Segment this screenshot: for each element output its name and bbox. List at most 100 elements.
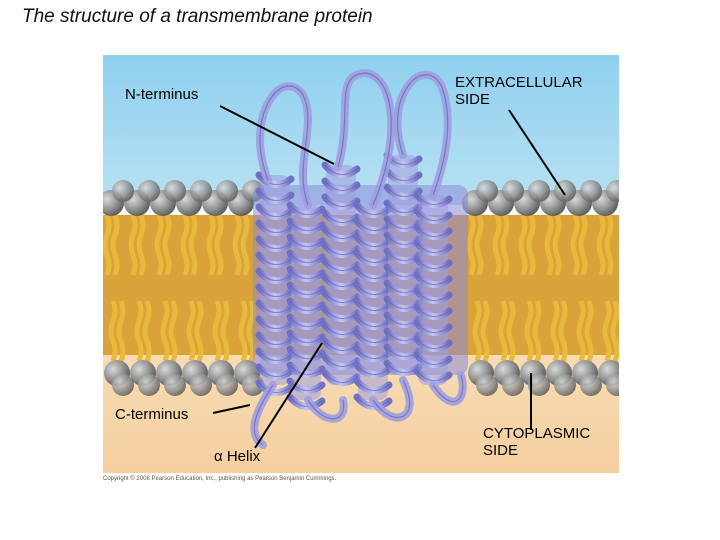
helix-turn-edge xyxy=(289,204,323,215)
alpha-helix xyxy=(255,171,295,396)
lipid-head-back xyxy=(138,374,160,396)
lipid-tail xyxy=(103,214,112,276)
lipid-head-back xyxy=(112,180,134,202)
lipid-tail xyxy=(552,214,562,276)
helix-turn-edge xyxy=(289,220,323,231)
loop-edge xyxy=(432,374,464,403)
lipid-tail xyxy=(168,300,178,362)
lipid-tail xyxy=(492,214,502,276)
lipid-tail xyxy=(128,214,138,276)
lipid-tail xyxy=(206,214,216,276)
alpha-helix xyxy=(353,201,393,410)
helix-turn-edge xyxy=(258,238,292,249)
loop-edge xyxy=(397,74,449,196)
lipid-head-back xyxy=(164,374,186,396)
lipid-head-back xyxy=(164,180,186,202)
helix-core xyxy=(418,195,448,385)
lipid-tail xyxy=(162,214,172,276)
lipid-tail xyxy=(110,214,120,276)
helix-turn-edge xyxy=(356,220,390,231)
helix-turn-edge xyxy=(258,222,292,233)
lipid-tail xyxy=(136,214,146,276)
lipid-tail xyxy=(212,300,222,362)
lipid-tail xyxy=(602,300,612,362)
lipid-tail xyxy=(500,214,510,276)
lipid-tail xyxy=(214,214,224,276)
lipid-tail xyxy=(558,300,568,362)
lipid-tail xyxy=(584,300,594,362)
alpha-helix-label: α Helix xyxy=(214,448,260,465)
helix-turn-edge xyxy=(258,174,292,185)
lipid-tail xyxy=(466,214,476,276)
alpha-symbol: α xyxy=(214,448,223,465)
helix-turn-edge xyxy=(416,338,450,349)
lipid-tail xyxy=(524,300,534,362)
lipid-tail xyxy=(480,300,490,362)
lipid-head-back xyxy=(476,180,498,202)
helix-turn-edge xyxy=(416,306,450,317)
helix-turn-edge xyxy=(356,268,390,279)
helix-turn-edge xyxy=(416,194,450,205)
lipid-tail xyxy=(532,300,542,362)
helix-turn-edge xyxy=(258,286,292,297)
loop-edge xyxy=(337,72,392,206)
membrane-figure xyxy=(103,55,619,473)
helix-turn-edge xyxy=(416,290,450,301)
lipid-tail xyxy=(186,300,196,362)
helix-turn-edge xyxy=(416,354,450,365)
helix-turn-edge xyxy=(416,322,450,333)
helix-turn-edge xyxy=(258,302,292,313)
helix-turn-edge xyxy=(416,274,450,285)
lipid-tail xyxy=(604,214,614,276)
lipid-tail xyxy=(194,300,204,362)
lipid-head-back xyxy=(216,180,238,202)
lipid-heads-lower xyxy=(104,360,619,396)
helix-core xyxy=(358,205,388,400)
helix-turn-edge xyxy=(289,268,323,279)
helix-turn-edge xyxy=(356,380,390,391)
lipid-tail xyxy=(180,214,190,276)
helix-turn-edge xyxy=(356,332,390,343)
lipid-head-back xyxy=(528,180,550,202)
lipid-head-back xyxy=(554,374,576,396)
alpha-helix-bundle xyxy=(255,151,453,410)
lipid-head-back xyxy=(606,180,619,202)
helix-turn-edge xyxy=(356,204,390,215)
helix-turn-edge xyxy=(324,164,358,175)
lipid-head-back xyxy=(580,374,602,396)
helix-turn-edge xyxy=(258,190,292,201)
helix-turn-edge xyxy=(289,300,323,311)
alpha-helix xyxy=(413,191,453,385)
helix-turn-edge xyxy=(289,252,323,263)
lipid-tail xyxy=(240,214,250,276)
lipid-head-back xyxy=(216,374,238,396)
lipid-head-back xyxy=(606,374,619,396)
lipid-tail xyxy=(472,300,482,362)
lipid-tail xyxy=(596,214,606,276)
lipid-tail xyxy=(108,300,118,362)
lipid-head-back xyxy=(112,374,134,396)
helix-turn-edge xyxy=(289,284,323,295)
helix-turn-edge xyxy=(289,236,323,247)
copyright-notice: Copyright © 2008 Pearson Education, Inc.… xyxy=(103,476,337,482)
lipid-tail xyxy=(116,300,126,362)
lipid-head-back xyxy=(190,180,212,202)
lipid-tail xyxy=(238,300,248,362)
n-terminus-label: N-terminus xyxy=(125,86,199,103)
helix-turn-edge xyxy=(386,170,420,181)
helix-turn-edge xyxy=(416,370,450,381)
lipid-tails-upper xyxy=(103,214,614,276)
extracellular-side-label: EXTRACELLULAR SIDE xyxy=(455,74,583,108)
lipid-head-back xyxy=(502,374,524,396)
helix-turn-edge xyxy=(356,236,390,247)
helix-turn-edge xyxy=(416,210,450,221)
lipid-tail xyxy=(578,214,588,276)
lipid-head-back xyxy=(138,180,160,202)
helix-turn-edge xyxy=(258,254,292,265)
lipid-tail xyxy=(474,214,484,276)
helix-turn-edge xyxy=(258,318,292,329)
lipid-tail xyxy=(498,300,508,362)
lipid-tail xyxy=(188,214,198,276)
lipid-tail xyxy=(220,300,230,362)
helix-turn-edge xyxy=(356,300,390,311)
